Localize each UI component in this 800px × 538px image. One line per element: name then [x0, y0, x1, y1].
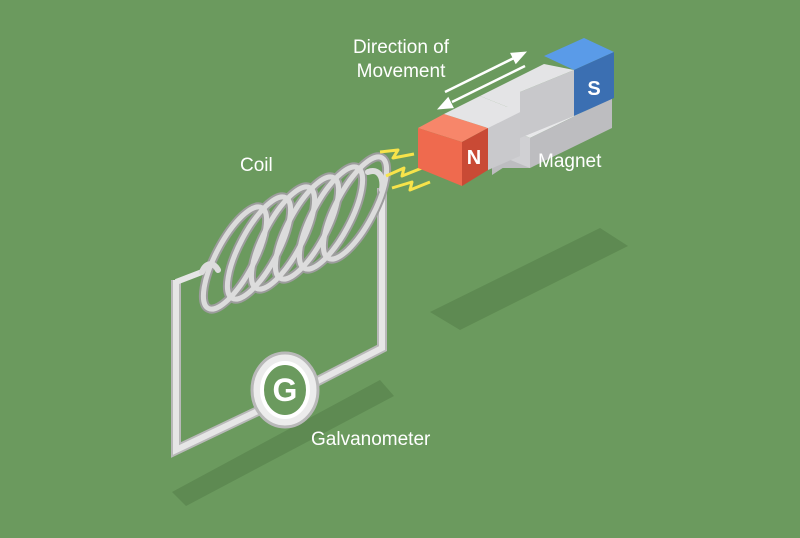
coil	[198, 152, 392, 314]
coil-label: Coil	[240, 155, 273, 176]
north-pole-label: N	[467, 147, 481, 169]
spark-icon	[379, 148, 431, 192]
galvanometer-symbol: G	[273, 372, 298, 408]
direction-of-movement-label: Direction of Movement	[346, 36, 456, 84]
magnet-label: Magnet	[538, 151, 602, 172]
direction-label-line1: Direction of	[352, 37, 450, 58]
galvanometer: G	[250, 351, 320, 429]
direction-arrows-icon	[436, 51, 528, 110]
galvanometer-label: Galvanometer	[311, 429, 431, 450]
magnet-shadow	[430, 228, 628, 330]
magnet: N S	[418, 38, 614, 186]
south-pole-label: S	[587, 78, 600, 100]
circuit-wire	[171, 188, 387, 458]
circuit-shadow	[172, 380, 394, 506]
direction-label-line2: Movement	[356, 60, 446, 82]
